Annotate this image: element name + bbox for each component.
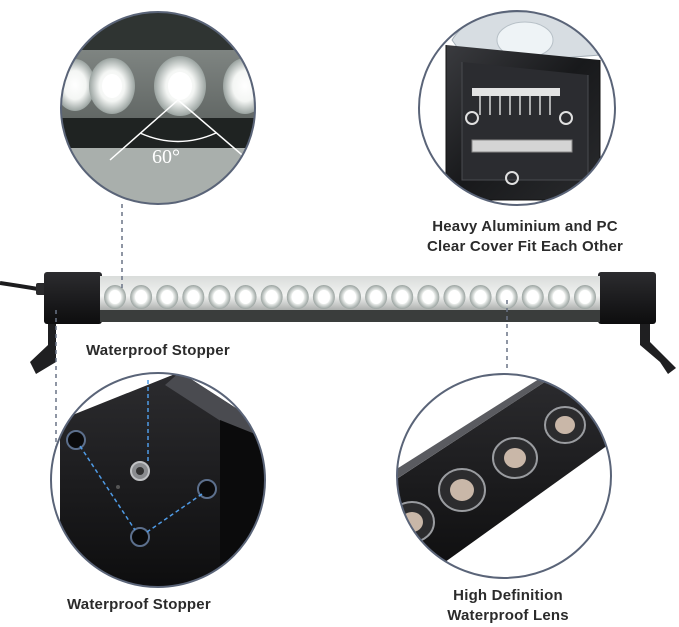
led-core — [161, 290, 174, 304]
power-cable — [0, 281, 39, 291]
aluminium-cover-label: Heavy Aluminium and PC Clear Cover Fit E… — [400, 217, 650, 257]
led-row — [104, 285, 596, 309]
aluminium-profile-detail — [418, 10, 616, 206]
led-core — [448, 290, 461, 304]
light-bar — [0, 272, 676, 374]
callout-lines — [55, 204, 508, 458]
led-core — [344, 290, 356, 304]
led-core — [500, 290, 513, 304]
led-core — [474, 290, 487, 304]
led-core — [526, 290, 539, 304]
lens-label-line2: Waterproof Lens — [447, 607, 569, 624]
led-core — [552, 290, 565, 304]
led-core — [579, 290, 591, 304]
led-core — [213, 290, 226, 304]
left-mounting-bracket — [30, 320, 56, 374]
beam-angle-detail: 60° — [60, 11, 256, 205]
led-core — [422, 290, 435, 304]
led-core — [135, 290, 148, 304]
led-core — [239, 290, 252, 304]
aluminium-label-line2: Clear Cover Fit Each Other — [426, 238, 624, 255]
led-core — [187, 290, 200, 304]
left-end-cap — [44, 272, 102, 324]
led-core — [317, 290, 330, 304]
aluminium-label-line1: Heavy Aluminium and PC — [432, 218, 618, 235]
lens-detail — [396, 373, 612, 579]
led-core — [291, 290, 304, 304]
mounting-holes-detail — [50, 372, 266, 588]
led-core — [109, 290, 121, 304]
lens-label-line1: High Definition — [453, 587, 563, 604]
led-core — [370, 290, 383, 304]
right-mounting-bracket — [640, 320, 676, 374]
waterproof-lens-label: High Definition Waterproof Lens — [418, 586, 598, 626]
right-end-cap — [598, 272, 656, 324]
led-core — [265, 290, 278, 304]
waterproof-stopper-label-top: Waterproof Stopper — [86, 342, 230, 359]
led-core — [396, 290, 409, 304]
waterproof-stopper-label-bottom: Waterproof Stopper — [67, 596, 211, 613]
beam-angle-text: 60° — [152, 146, 180, 168]
